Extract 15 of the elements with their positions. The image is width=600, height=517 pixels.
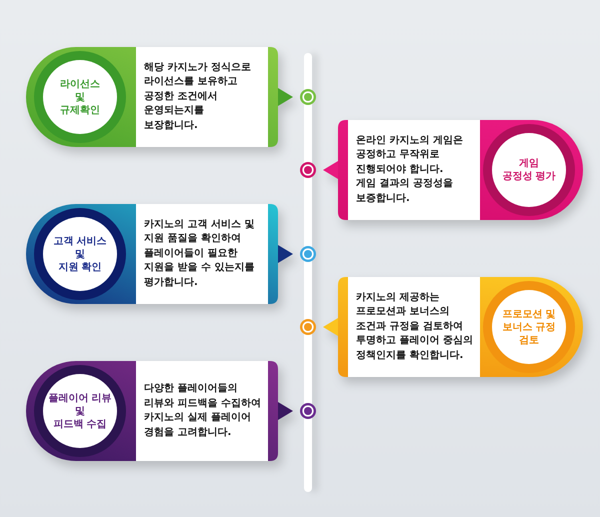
card-description: 해당 카지노가 정식으로 라이선스를 보유하고 공정한 조건에서 운영되는지를 보장합니다. — [144, 60, 251, 133]
card-description: 다양한 플레이어들의 리뷰와 피드백을 수집하여 카지노의 실제 플레이어 경험을 고려합니다. — [144, 382, 261, 440]
callout-card — [26, 204, 293, 304]
callout-card — [26, 47, 293, 147]
card-description: 온라인 카지노의 게임은 공정하고 무작위로 진행되어야 합니다. 게임 결과의 공정성을 보증합니다. — [356, 134, 463, 206]
callout-card — [323, 277, 583, 377]
card-title: 프로모션 및 보너스 규정 검토 — [502, 308, 556, 346]
callout-card — [323, 120, 583, 220]
card-description: 카지노의 제공하는 프로모션과 보너스의 조건과 규정을 검토하여 투명하고 플레이어 중심의 정책인지를 확인합니다. — [356, 290, 473, 363]
card-title: 라이선스 및 규제확인 — [60, 78, 100, 116]
callout-card — [26, 361, 293, 461]
card-title: 고객 서비스 및 지원 확인 — [53, 234, 107, 274]
card-title: 게임 공정성 평가 — [502, 157, 556, 183]
card-description: 카지노의 고객 서비스 및 지원 품질을 확인하여 플레이어들이 필요한 지원을 받을 수 있는지를 평가합니다. — [144, 218, 254, 290]
card-title: 플레이어 리뷰 및 피드백 수집 — [48, 392, 112, 430]
